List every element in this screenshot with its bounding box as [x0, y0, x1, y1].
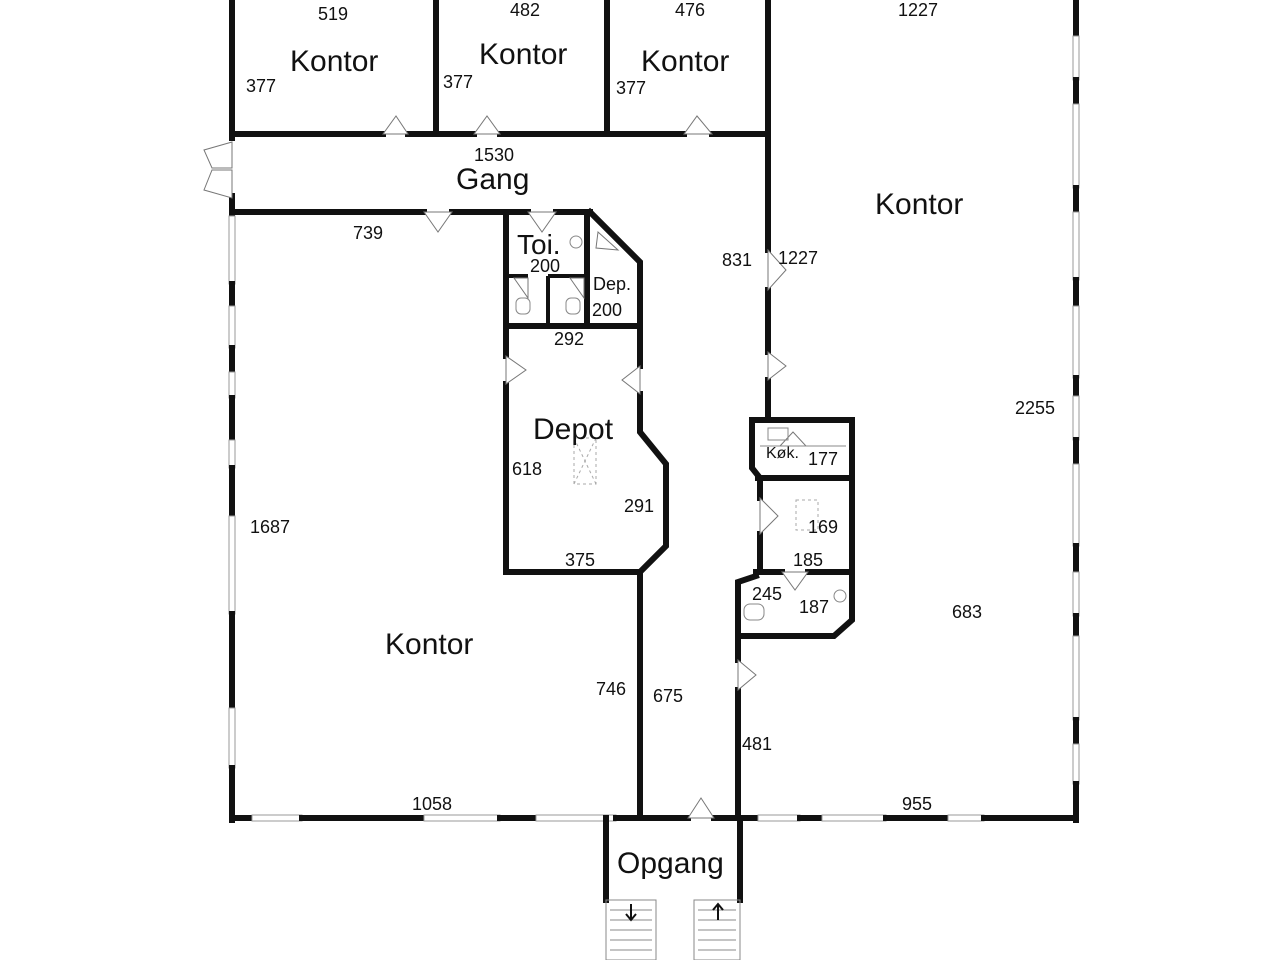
left-outer-wall — [228, 215, 236, 823]
bottom-outer-wall — [229, 814, 1079, 822]
kontor-left-dim-right: 746 — [596, 679, 626, 699]
depot-small-dim: 200 — [592, 300, 622, 320]
kontor-left-dim-bottom: 1058 — [412, 794, 452, 814]
gang-dim-side: 831 — [722, 250, 752, 270]
kitchen-label: Køk. — [766, 445, 799, 462]
kontor-top-right-label: Kontor — [641, 45, 729, 78]
depot-dim-left: 618 — [512, 459, 542, 479]
kontor-left-label: Kontor — [385, 628, 473, 661]
kontor-right-dim-left: 1227 — [778, 248, 818, 268]
kontor-top-right-dim-side: 377 — [616, 78, 646, 98]
kitchen-dim: 177 — [808, 449, 838, 469]
right-outer-wall — [1072, 0, 1080, 823]
kontor-top-mid-label: Kontor — [479, 38, 567, 71]
toilet-label: Toi. — [517, 229, 561, 260]
depot-dim-top: 292 — [554, 329, 584, 349]
right-corridor-dim: 481 — [742, 734, 772, 754]
depot-dim-bottom: 375 — [565, 550, 595, 570]
toilet-dim: 200 — [530, 256, 560, 276]
kontor-right-dim-right: 2255 — [1015, 398, 1055, 418]
bath-mid-dim-side: 169 — [808, 517, 838, 537]
bath-mid-dim-bottom: 185 — [793, 550, 823, 570]
kontor-top-left-label: Kontor — [290, 45, 378, 78]
kontor-top-mid-dim-side: 377 — [443, 72, 473, 92]
doors — [203, 115, 809, 819]
kontor-left-dim-left: 1687 — [250, 517, 290, 537]
walls — [228, 0, 1080, 903]
wc-small-dim-left: 245 — [752, 584, 782, 604]
corridor-dim: 675 — [653, 686, 683, 706]
depot-label: Depot — [533, 413, 614, 446]
kontor-right-dim-top: 1227 — [898, 0, 938, 20]
kontor-right-label: Kontor — [875, 188, 963, 221]
gang-dim-top: 1530 — [474, 145, 514, 165]
kontor-top-mid-dim-top: 482 — [510, 0, 540, 20]
gang-label: Gang — [456, 163, 529, 196]
depot-small-label: Dep. — [593, 274, 631, 294]
opgang-label: Opgang — [617, 847, 724, 880]
fixtures — [515, 235, 847, 621]
depot-dim-right: 291 — [624, 496, 654, 516]
kontor-top-left-dim-top: 519 — [318, 4, 348, 24]
wc-small-dim-right: 187 — [799, 597, 829, 617]
kontor-top-left-dim-side: 377 — [246, 76, 276, 96]
service-block-walls — [735, 417, 855, 821]
toilet-depot-block — [503, 207, 643, 329]
kontor-left-dim-top: 739 — [353, 223, 383, 243]
kontor-right-dim-inner: 683 — [952, 602, 982, 622]
opgang-walls — [603, 815, 743, 903]
stairs — [605, 899, 741, 960]
kontor-right-dim-bottom: 955 — [902, 794, 932, 814]
kontor-top-right-dim-top: 476 — [675, 0, 705, 20]
depot-walls — [503, 323, 669, 821]
